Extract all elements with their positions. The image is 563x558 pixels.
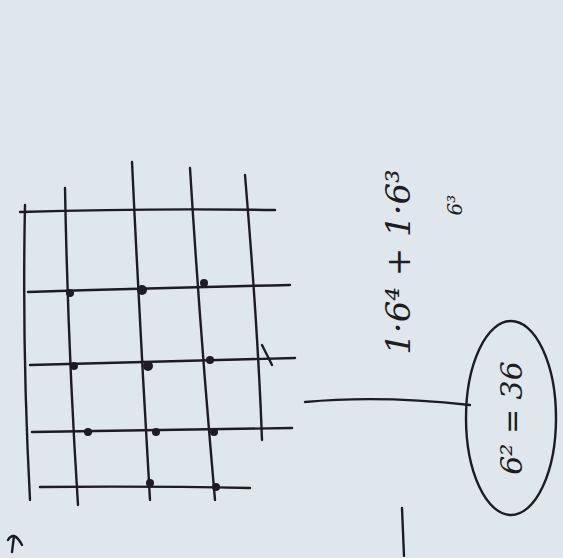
grid-line [20, 209, 275, 212]
tick-mark [262, 345, 272, 365]
note-text: 6² = 36 [494, 361, 529, 475]
grid-line [24, 205, 30, 500]
grid-line [32, 428, 292, 432]
grid-line [132, 162, 150, 500]
stray-line [402, 508, 404, 556]
circled-note: 6² = 36 [463, 318, 559, 518]
grid-line [245, 175, 262, 440]
grid-dots [66, 279, 220, 491]
stray-mark [8, 536, 22, 552]
pointer-curve [305, 399, 470, 405]
grid-line [65, 188, 78, 505]
handwritten-note: 6³ [443, 195, 467, 216]
handwritten-note: 1·6⁴ + 1·6³ [378, 169, 418, 355]
grid-line [190, 168, 215, 500]
